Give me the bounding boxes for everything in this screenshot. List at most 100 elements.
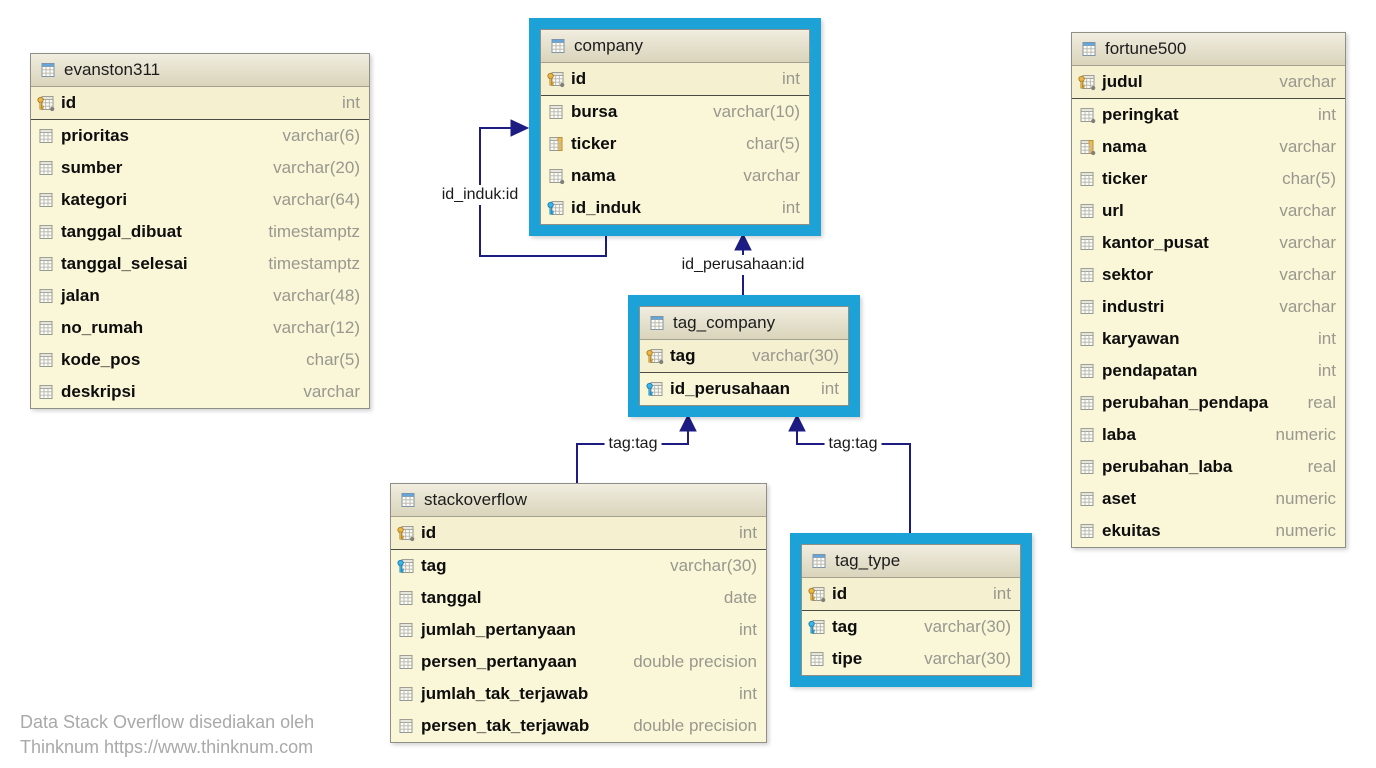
- column-name: sumber: [61, 158, 123, 177]
- column-name: no_rumah: [61, 318, 144, 337]
- column-name: tag: [832, 617, 858, 636]
- table-header-stackoverflow[interactable]: stackoverflow: [391, 484, 766, 517]
- column-name: prioritas: [61, 126, 130, 145]
- table-header-evanston311[interactable]: evanston311: [31, 54, 369, 87]
- table-header-tag_type[interactable]: tag_type: [802, 545, 1020, 578]
- column-icon: [1078, 170, 1096, 188]
- table-title: stackoverflow: [424, 490, 527, 509]
- relationship-arrow-stackoverflow-tagcompany: [679, 413, 697, 432]
- primary-key-section: id int: [802, 578, 1020, 611]
- column-type: int: [993, 584, 1011, 603]
- column-icon: [1078, 298, 1096, 316]
- column-type: numeric: [1275, 521, 1336, 540]
- column-name: id: [832, 584, 848, 603]
- column-icon: [1078, 522, 1096, 540]
- primary-key-icon: [646, 347, 664, 365]
- column-row-tag_type-id: id int: [802, 578, 1020, 610]
- column-name: sektor: [1102, 265, 1154, 284]
- column-type: varchar: [1279, 137, 1336, 156]
- column-type: double precision: [633, 652, 757, 671]
- relationship-label-company-self: id_induk:id: [437, 185, 523, 205]
- column-type: double precision: [633, 716, 757, 735]
- column-type: timestamptz: [268, 254, 360, 273]
- column-icon: [1078, 458, 1096, 476]
- column-type: char(5): [746, 134, 800, 153]
- column-type: varchar(64): [273, 190, 360, 209]
- column-type: varchar: [1279, 265, 1336, 284]
- column-type: int: [821, 379, 839, 398]
- column-name: ticker: [571, 134, 617, 153]
- column-type: int: [739, 684, 757, 703]
- nullable-icon: [1078, 106, 1096, 124]
- primary-key-icon: [1078, 73, 1096, 91]
- column-name: ekuitas: [1102, 521, 1161, 540]
- column-name: perubahan_laba: [1102, 457, 1233, 476]
- column-row-fortune500-aset: aset numeric: [1072, 483, 1345, 515]
- column-icon: [397, 685, 415, 703]
- column-type: varchar: [743, 166, 800, 185]
- column-name: kantor_pusat: [1102, 233, 1209, 252]
- table-title: company: [574, 36, 643, 55]
- relationship-label-stackoverflow-tag_company: tag:tag: [604, 434, 662, 454]
- foreign-key-icon: [808, 618, 826, 636]
- column-icon: [1078, 362, 1096, 380]
- column-name: tag: [670, 346, 696, 365]
- column-type: int: [739, 620, 757, 639]
- column-name: aset: [1102, 489, 1137, 508]
- table-icon: [549, 37, 567, 55]
- column-name: tanggal_selesai: [61, 254, 188, 273]
- attribution-line-1: Data Stack Overflow disediakan oleh: [20, 712, 315, 732]
- column-row-company-ticker: ticker char(5): [541, 128, 809, 160]
- table-header-company[interactable]: company: [541, 30, 809, 63]
- column-name: url: [1102, 201, 1124, 220]
- column-name: tag: [421, 556, 447, 575]
- column-icon: [37, 159, 55, 177]
- relationship-arrow-company-self: [510, 119, 530, 137]
- column-name: jumlah_pertanyaan: [421, 620, 576, 639]
- table-title: tag_company: [673, 313, 776, 332]
- table-header-fortune500[interactable]: fortune500: [1072, 33, 1345, 66]
- table-header-tag_company[interactable]: tag_company: [640, 307, 848, 340]
- column-type: real: [1307, 457, 1336, 476]
- column-type: numeric: [1275, 489, 1336, 508]
- column-icon: [397, 653, 415, 671]
- column-row-fortune500-perubahan_laba: perubahan_laba real: [1072, 451, 1345, 483]
- attribution-text: Data Stack Overflow disediakan oleh Thin…: [20, 710, 314, 760]
- column-icon: [808, 650, 826, 668]
- column-name: jalan: [61, 286, 100, 305]
- relationship-label-tag_company-company: id_perusahaan:id: [677, 255, 809, 275]
- primary-key-icon: [808, 585, 826, 603]
- primary-key-icon: [547, 70, 565, 88]
- column-icon: [37, 127, 55, 145]
